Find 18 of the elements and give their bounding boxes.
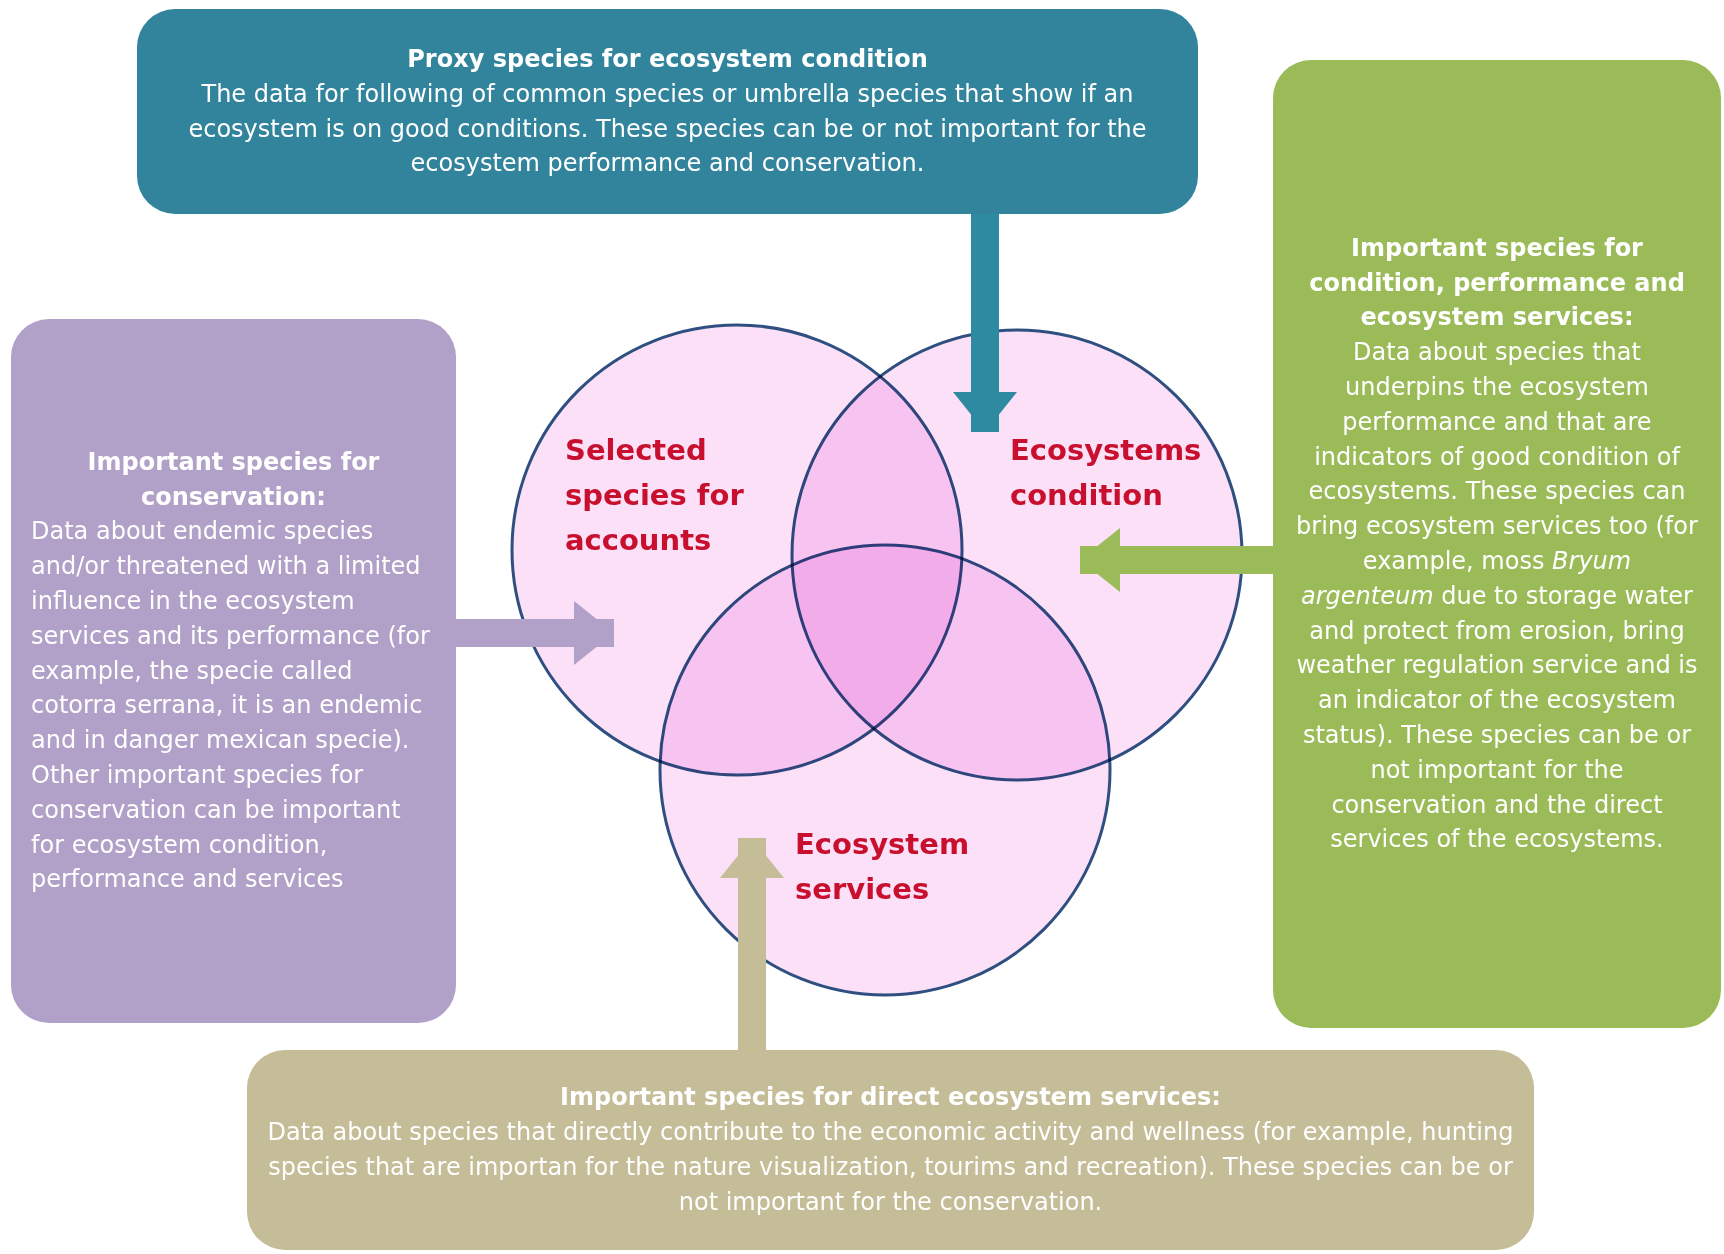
description-box	[247, 1050, 1534, 1250]
description-box	[11, 319, 456, 1023]
description-box	[137, 9, 1198, 214]
box-heading: Important species for direct ecosystem services:	[559, 1082, 1222, 1114]
arrow	[720, 838, 784, 1050]
box-heading: Important species for condition, performance and ecosystem services:	[1308, 232, 1686, 334]
circle-label: Ecosystems condition	[1010, 432, 1200, 514]
box-text: Data about endemic species and/or threatened with a limited influence in the ecosystem services and its performance (for example, the specie called cotorra serrana, it is an endemic and in danger mexican specie). Other important species for conservation can be important for ecosystem condition, performance and services	[31, 516, 431, 896]
box-heading: Proxy species for ecosystem condition	[406, 43, 929, 75]
box-text: Data about species that directly contribute to the economic activity and wellness (for example, hunting species that are importan for the nature visualization, tourims and recreation). These species can be or not important for the conservation.	[267, 1117, 1514, 1218]
arrow	[953, 214, 1017, 432]
box-text: The data for following of common species or umbrella species that show if an ecosystem is on good conditions. These species can be or not important for the ecosystem performance and conservation.	[187, 78, 1148, 180]
box-heading: Important species for conservation:	[86, 446, 381, 513]
arrow	[456, 601, 614, 665]
description-box	[1273, 60, 1721, 1028]
circle-label: Ecosystem services	[795, 826, 971, 908]
circle-label: Selected species for accounts	[565, 432, 745, 559]
box-text: Data about species that underpins the ecosystem performance and that are indicators of good condition of ecosystems. These species can bring ecosystem services too (for example, moss Bryum argenteum due to storage water and protect from erosion, bring weather regulation service and is an indicator of the ecosystem status). These species can be or not important for the conservation and the direct services of the ecosystems.	[1295, 337, 1699, 856]
